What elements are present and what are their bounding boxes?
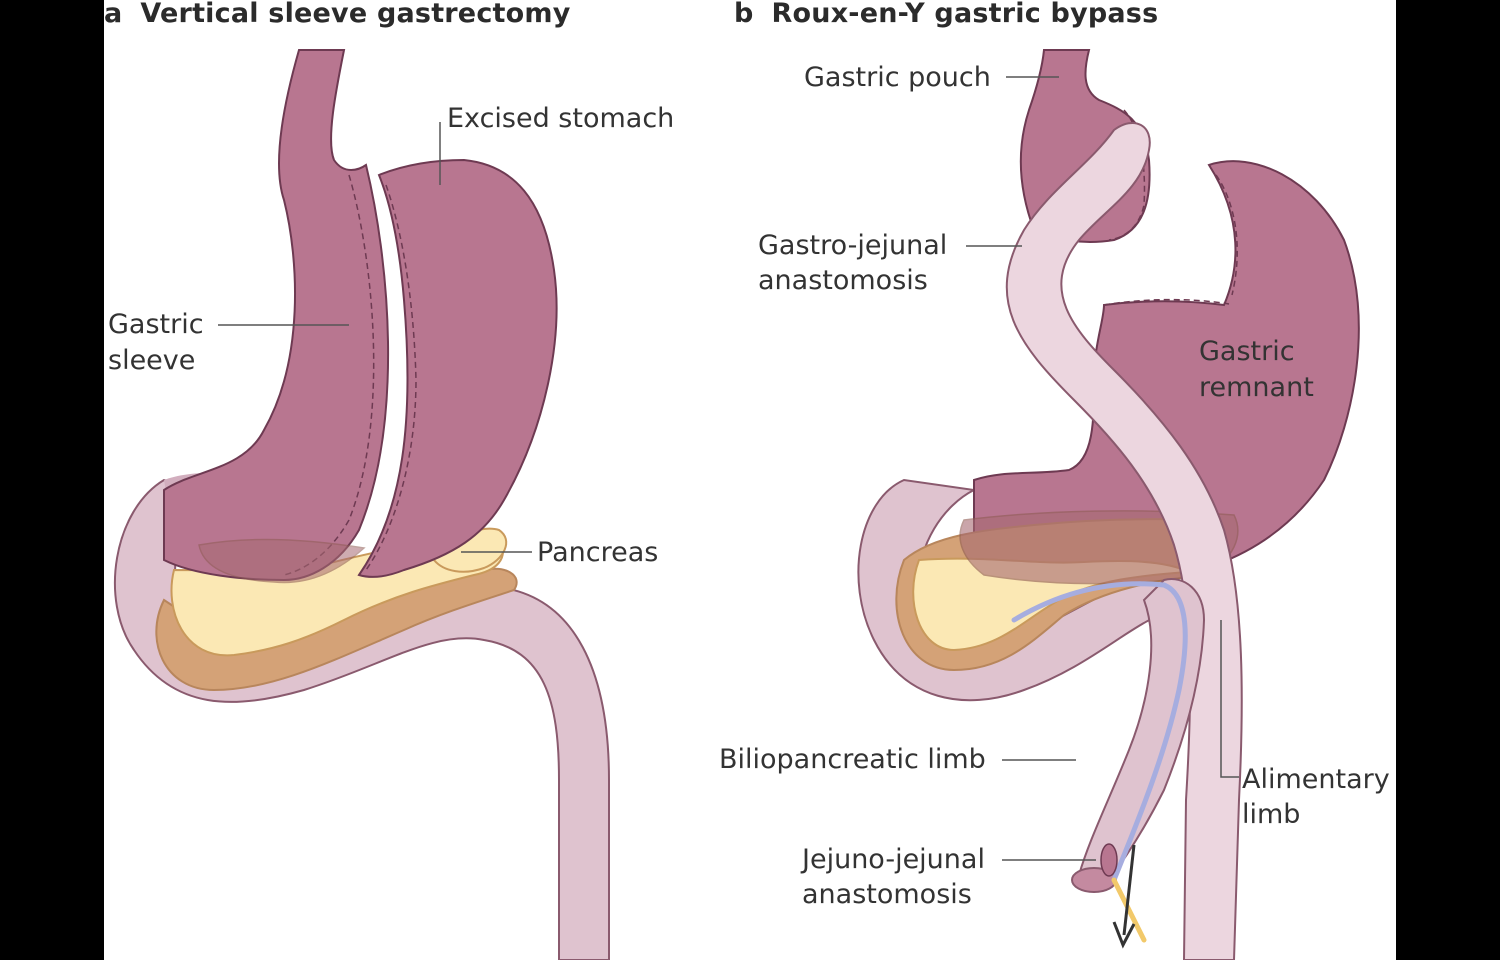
label-gastro-jejunal-line2: anastomosis bbox=[758, 265, 928, 296]
flow-arrow-head bbox=[1112, 921, 1136, 949]
excised-stomach-shape bbox=[357, 158, 558, 578]
label-gastric-sleeve-line1: Gastric bbox=[108, 309, 204, 340]
label-gastro-jejunal-line1: Gastro-jejunal bbox=[758, 230, 948, 261]
label-pancreas: Pancreas bbox=[537, 537, 659, 568]
bile-flow-line bbox=[1011, 581, 1188, 883]
excised-staple-line bbox=[365, 184, 417, 571]
label-jejuno-jejunal-line1: Jejuno-jejunal bbox=[802, 844, 985, 875]
flow-arrow bbox=[1122, 844, 1136, 936]
label-gastric-remnant-line2: remnant bbox=[1199, 372, 1314, 403]
label-gastric-remnant-line1: Gastric bbox=[1199, 336, 1295, 367]
panel-a-illustration bbox=[114, 49, 610, 960]
figure-canvas: a Vertical sleeve gastrectomy b Roux-en-Y … bbox=[104, 0, 1396, 960]
panel-b-title: b Roux-en-Y gastric bypass bbox=[734, 0, 1158, 29]
illustration bbox=[114, 49, 1360, 960]
label-biliopancreatic-limb: Biliopancreatic limb bbox=[719, 744, 986, 775]
label-alimentary-limb-line2: limb bbox=[1242, 799, 1301, 830]
label-excised-stomach: Excised stomach bbox=[447, 103, 675, 134]
label-gastric-pouch: Gastric pouch bbox=[804, 62, 991, 93]
panel-a-letter: a bbox=[104, 0, 123, 29]
label-jejuno-jejunal-line2: anastomosis bbox=[802, 879, 972, 910]
leader-lines bbox=[218, 76, 1239, 861]
label-alimentary-limb-line1: Alimentary bbox=[1242, 764, 1390, 795]
label-gastric-sleeve-line2: sleeve bbox=[108, 345, 196, 376]
pancreas-overlap-a bbox=[198, 538, 366, 584]
panel-b-title-text: Roux-en-Y gastric bypass bbox=[771, 0, 1159, 29]
alimentary-limb-shape bbox=[1005, 121, 1243, 960]
remnant-staple-line bbox=[1103, 298, 1230, 306]
leader-alimentary bbox=[1220, 620, 1239, 778]
panel-b-letter: b bbox=[734, 0, 754, 29]
panel-a-title: a Vertical sleeve gastrectomy bbox=[104, 0, 571, 29]
remnant-staple-line-2 bbox=[1215, 174, 1238, 296]
food-flow-line bbox=[1111, 877, 1147, 943]
panel-a-title-text: Vertical sleeve gastrectomy bbox=[140, 0, 571, 29]
jejuno-jejunal-mark bbox=[1100, 843, 1118, 877]
panel-b-illustration bbox=[857, 49, 1360, 960]
